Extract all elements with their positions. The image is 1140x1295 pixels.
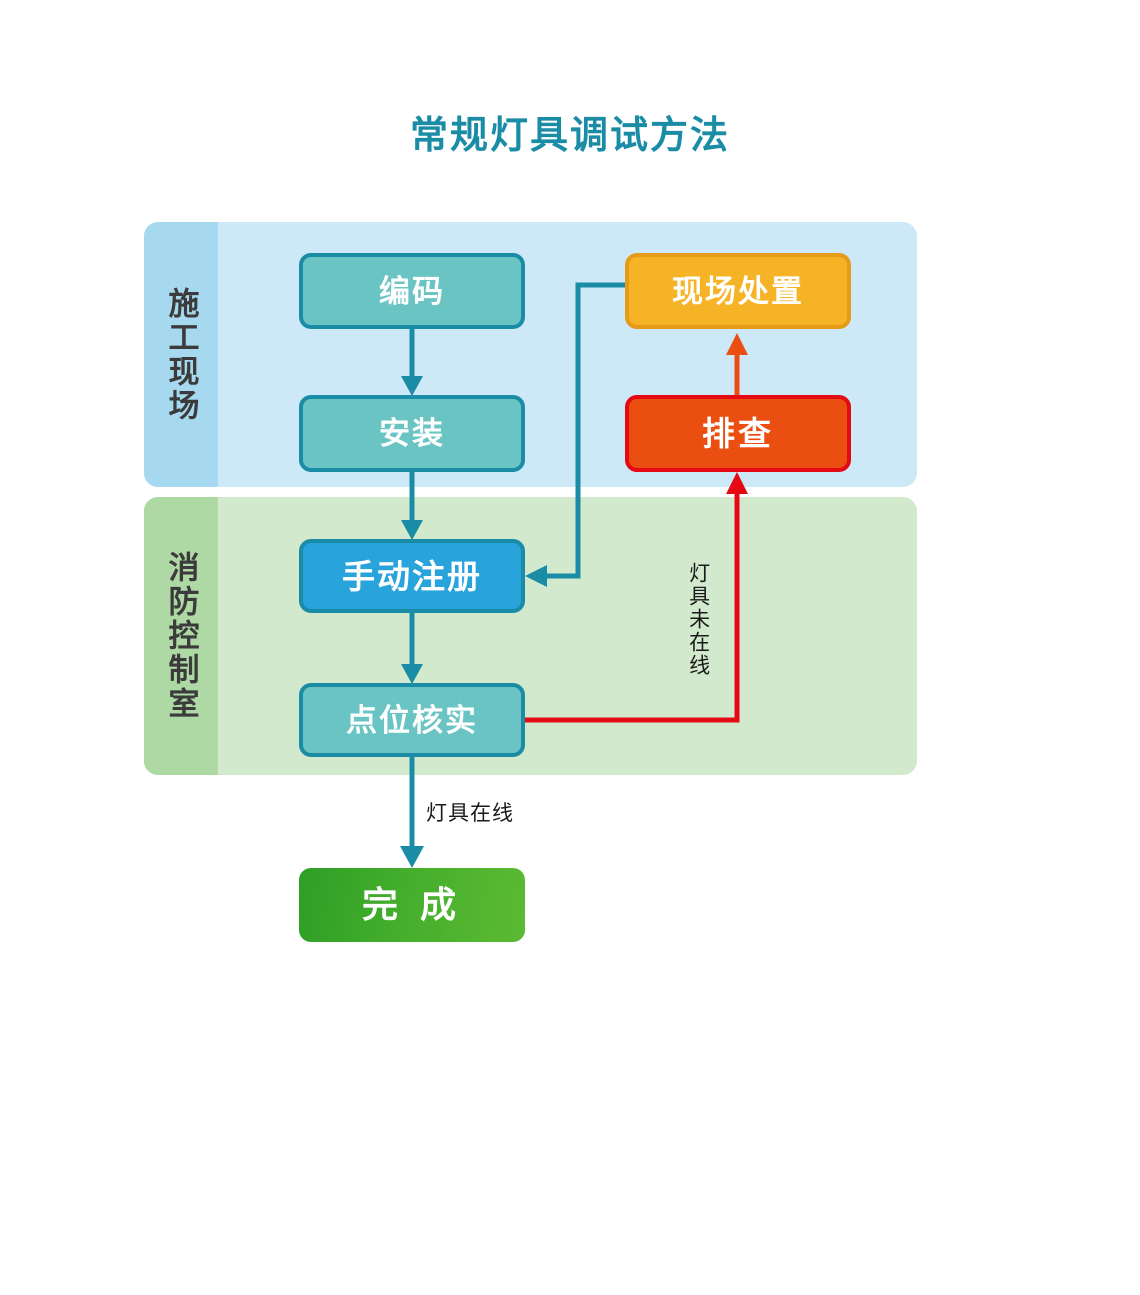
swimlane-control-room: 消防控制室: [144, 497, 917, 775]
swimlane-control-room-strip: [144, 497, 218, 775]
node-encode[interactable]: 编码: [299, 253, 525, 329]
swimlane-control-room-body: [144, 497, 917, 775]
swimlane-site-label: 施工现场: [163, 286, 199, 423]
page-title: 常规灯具调试方法: [409, 115, 730, 157]
node-troubleshoot[interactable]: 排查: [625, 395, 851, 472]
node-onsite-handling[interactable]: 现场处置: [625, 253, 851, 329]
node-complete[interactable]: 完 成: [299, 868, 525, 942]
node-install[interactable]: 安装: [299, 395, 525, 472]
swimlane-control-room-label: 消防控制室: [163, 551, 199, 721]
node-point-verify[interactable]: 点位核实: [299, 683, 525, 757]
swimlane-site-strip: [144, 222, 218, 487]
node-manual-register[interactable]: 手动注册: [299, 539, 525, 613]
edge-label-lamp-offline: 灯具未在线: [686, 562, 710, 677]
edge-label-lamp-online: 灯具在线: [426, 802, 514, 825]
